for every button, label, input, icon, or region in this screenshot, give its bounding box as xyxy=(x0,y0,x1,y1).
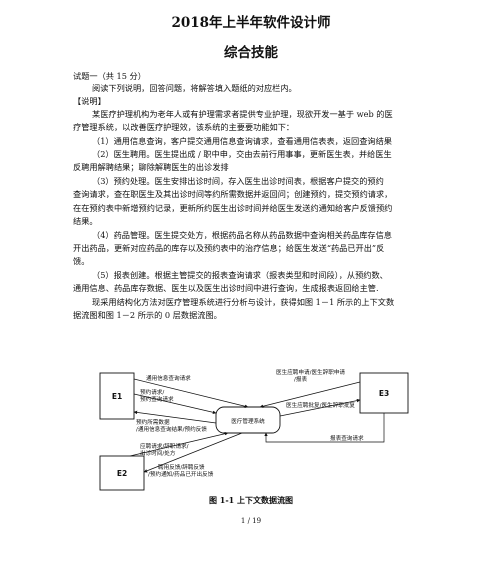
paragraph-line: 开出药品，更新对应药品的库存以及预约表中的治疗信息；给医生发送“药品已开出”反 xyxy=(73,243,385,253)
paragraph-line: （1）通用信息查询，客户提交通用信息查询请求，查看通用信表表，返回查询结果 xyxy=(92,136,392,146)
flow-arrow xyxy=(279,398,361,417)
paragraph-line: （4）药品管理。医生提交处方，根据药品名称从药品数据中查询相关药品库存信息 xyxy=(92,230,392,240)
paragraph-line: 馈。 xyxy=(73,256,90,266)
paragraph-line: 查询请求，查在职医生及其出诊时间等约所需数据并返回问；创建预约，提交预约请求， xyxy=(73,189,393,199)
flow-arrow xyxy=(143,432,243,473)
flow-arrow xyxy=(133,393,217,414)
paragraph-line: 在在预约表中新增预约记录，更新所约医生出诊时间并给医生发送约通知给客户反馈预约 xyxy=(73,203,393,213)
paragraph-line: （2）医生聘用。医生提出成 / 职中申，交由去前行用事事，更新医生表，并给医生 xyxy=(92,149,392,159)
paragraph-line: （3）预约处理。医生安排出诊时间，存入医生出诊时间表，根据客户提交的预约 xyxy=(92,176,384,186)
paragraph-line: 结果。 xyxy=(73,216,98,226)
flow-arrow xyxy=(264,413,385,443)
entity-e2-box xyxy=(99,455,145,491)
document-subtitle: 综合技能 xyxy=(224,45,278,61)
process-label: 医疗管理系统 xyxy=(231,417,265,425)
paragraph-line: 疗管理系统，以改善医疗护理效，该系统的主要要功能如下： xyxy=(73,122,295,132)
entity-e3-box xyxy=(359,372,409,414)
entity-e1-box xyxy=(99,372,135,420)
paragraph-line: 某医疗护理机构为老年人或有护理需求者提供专业护理，现欲开发一基于 web 的医 xyxy=(92,109,393,119)
flow-label: 预约所需数据 xyxy=(136,418,170,426)
flow-label: /预约通知/药品已开出反馈 xyxy=(148,470,214,478)
section-label: 【说明】 xyxy=(73,96,106,106)
flow-label: 医生应聘申请/医生辞职申请 xyxy=(276,368,345,376)
flow-label: 预约查询请求 xyxy=(140,395,174,403)
question-header: 试题一（共 15 分） xyxy=(73,71,146,81)
flow-label: 聘用反馈/辞聘反馈 xyxy=(158,463,205,471)
entity-e3-label: E3 xyxy=(379,389,389,398)
context-dataflow-diagram: E1 E3 E2 医疗管理系统 通用信息查询请求 预约请求/ 预约查询请求 预约… xyxy=(99,368,409,491)
entity-e1-label: E1 xyxy=(112,392,122,401)
flow-arrow xyxy=(133,410,217,424)
paragraph-line: 通用信息、药品库存数据、医生以及医生出诊时间中进行查询，生成报表返回给主管. xyxy=(73,283,379,293)
flow-label: /报表 xyxy=(294,375,307,383)
flow-label: 出诊时间/处方 xyxy=(140,449,176,457)
flow-arrow xyxy=(259,381,361,408)
figure-caption: 图 1-1 上下文数据流图 xyxy=(208,495,294,505)
flow-label: 预约请求/ xyxy=(140,388,164,396)
paragraph-line: （5）报表创建。根据主管提交的报表查询请求（报表类型和时间段），从预约数、 xyxy=(92,270,388,280)
flow-label: 应聘请求/辞职请求/ xyxy=(140,442,189,450)
flow-label: 医生应聘批复/医生辞职批复 xyxy=(286,401,355,409)
page-number: 1 / 19 xyxy=(240,517,262,525)
flow-arrow xyxy=(129,432,229,457)
flow-label: 报表查询请求 xyxy=(330,434,364,442)
entity-e2-label: E2 xyxy=(117,469,127,478)
flow-label: 通用信息查询请求 xyxy=(146,374,191,382)
paragraph-line: 据流图和图 1－2 所示的 0 层数据流图。 xyxy=(73,310,222,320)
flow-label: /通用信息查询结果/预约反馈 xyxy=(136,425,207,433)
instruction-line: 阅读下列说明，回答问题，将解答填入题纸的对应栏内。 xyxy=(92,83,297,93)
flow-arrow xyxy=(133,378,249,408)
paragraph-line: 现采用结构化方法对医疗管理系统进行分析与设计，获得如图 1－1 所示的上下文数 xyxy=(92,297,395,307)
document-title: 2018年上半年软件设计师 xyxy=(171,15,331,31)
paragraph-line: 反聘用解聘结果；聊除解聘医生的出诊发排 xyxy=(73,162,229,172)
